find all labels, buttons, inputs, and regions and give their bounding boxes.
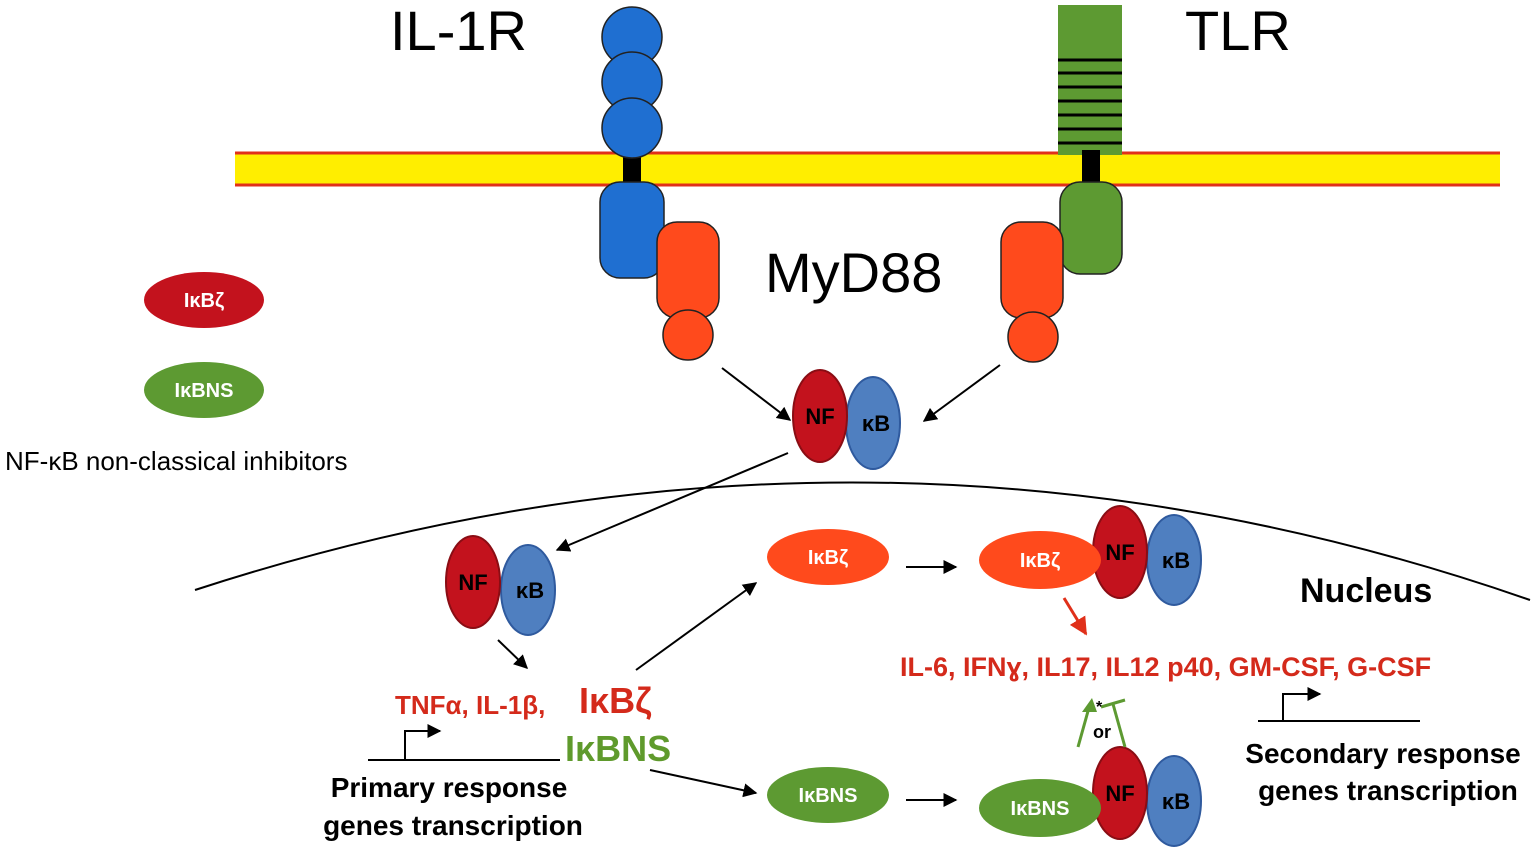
arrow-to-ikbns (649, 769, 758, 798)
arrow-nfkb-to-primary-genes (497, 639, 529, 669)
legend-ikbz: IκBζ (144, 272, 264, 328)
nfkb-complex-nucleus: NF κB (445, 535, 556, 636)
myd88-adaptor-right (1000, 221, 1064, 363)
arrow-nfkb-translocation (555, 452, 789, 552)
nfkb-complex-cytoplasm: NF κB (792, 369, 901, 470)
kb-label: κB (862, 411, 890, 436)
primary-genes-red: TNFα, IL-1β, (395, 690, 545, 720)
legend-ikbns-label: IκBNS (175, 380, 234, 402)
myd88-adaptor-left (656, 221, 720, 361)
nf-label: NF (458, 570, 487, 595)
ikbz-label: IκBζ (1020, 550, 1060, 572)
green-arrowhead-icon (1082, 698, 1097, 712)
secondary-caption-line2: genes transcription (1258, 775, 1518, 806)
secondary-promoter-icon (1258, 687, 1420, 722)
primary-promoter-icon (368, 724, 560, 761)
legend-caption: NF-κB non-classical inhibitors (5, 446, 347, 476)
ikbns-label: IκBNS (1011, 798, 1070, 820)
myd88-label: MyD88 (765, 241, 942, 304)
green-inhibition-line (1111, 703, 1127, 748)
green-inhibition-bar (1100, 698, 1126, 709)
legend-ikbz-label: IκBζ (184, 290, 224, 312)
nf-label: NF (1105, 781, 1134, 806)
legend-ikbns: IκBNS (144, 362, 264, 418)
primary-ikbns-label: IκBNS (565, 728, 671, 769)
nucleus-label: Nucleus (1300, 572, 1432, 610)
ikbz-protein: IκBζ (767, 529, 889, 585)
asterisk-label: * (1096, 699, 1103, 716)
kb-label: κB (1162, 548, 1190, 573)
arrow-myd88-left-to-nfkb (721, 367, 792, 421)
or-label: or (1093, 722, 1111, 742)
arrow-to-ikbz (635, 582, 758, 671)
nuclear-envelope (194, 481, 1531, 601)
kb-label: κB (516, 578, 544, 603)
kb-label: κB (1162, 789, 1190, 814)
tlr-label: TLR (1185, 0, 1291, 62)
arrow-ikbz-activation (1062, 597, 1088, 636)
cell-membrane (235, 151, 1500, 187)
ikbns-protein: IκBNS (767, 767, 889, 823)
secondary-caption-line1: Secondary response (1245, 738, 1520, 769)
nf-label: NF (805, 404, 834, 429)
ikbns-nfkb-complex: IκBNS NF κB (979, 746, 1202, 847)
ikbns-label: IκBNS (799, 785, 858, 807)
primary-caption-line1: Primary response (331, 772, 568, 803)
primary-caption-line2: genes transcription (323, 810, 583, 841)
primary-genes-text: TNFα, IL-1β, (395, 690, 545, 720)
primary-ikbz-label: IκBζ (579, 680, 652, 721)
il1r-receptor (599, 6, 665, 279)
ikbz-label: IκBζ (808, 547, 848, 569)
il1r-label: IL-1R (390, 0, 527, 62)
secondary-genes-text: IL-6, IFNɣ, IL17, IL12 p40, GM-CSF, G-CS… (900, 652, 1431, 682)
ikbz-nfkb-complex: IκBζ NF κB (979, 505, 1202, 606)
tlr-receptor (1058, 5, 1123, 275)
nf-label: NF (1105, 540, 1134, 565)
ikbns-regulation-symbols (1076, 698, 1127, 748)
arrow-myd88-right-to-nfkb (922, 364, 1001, 422)
